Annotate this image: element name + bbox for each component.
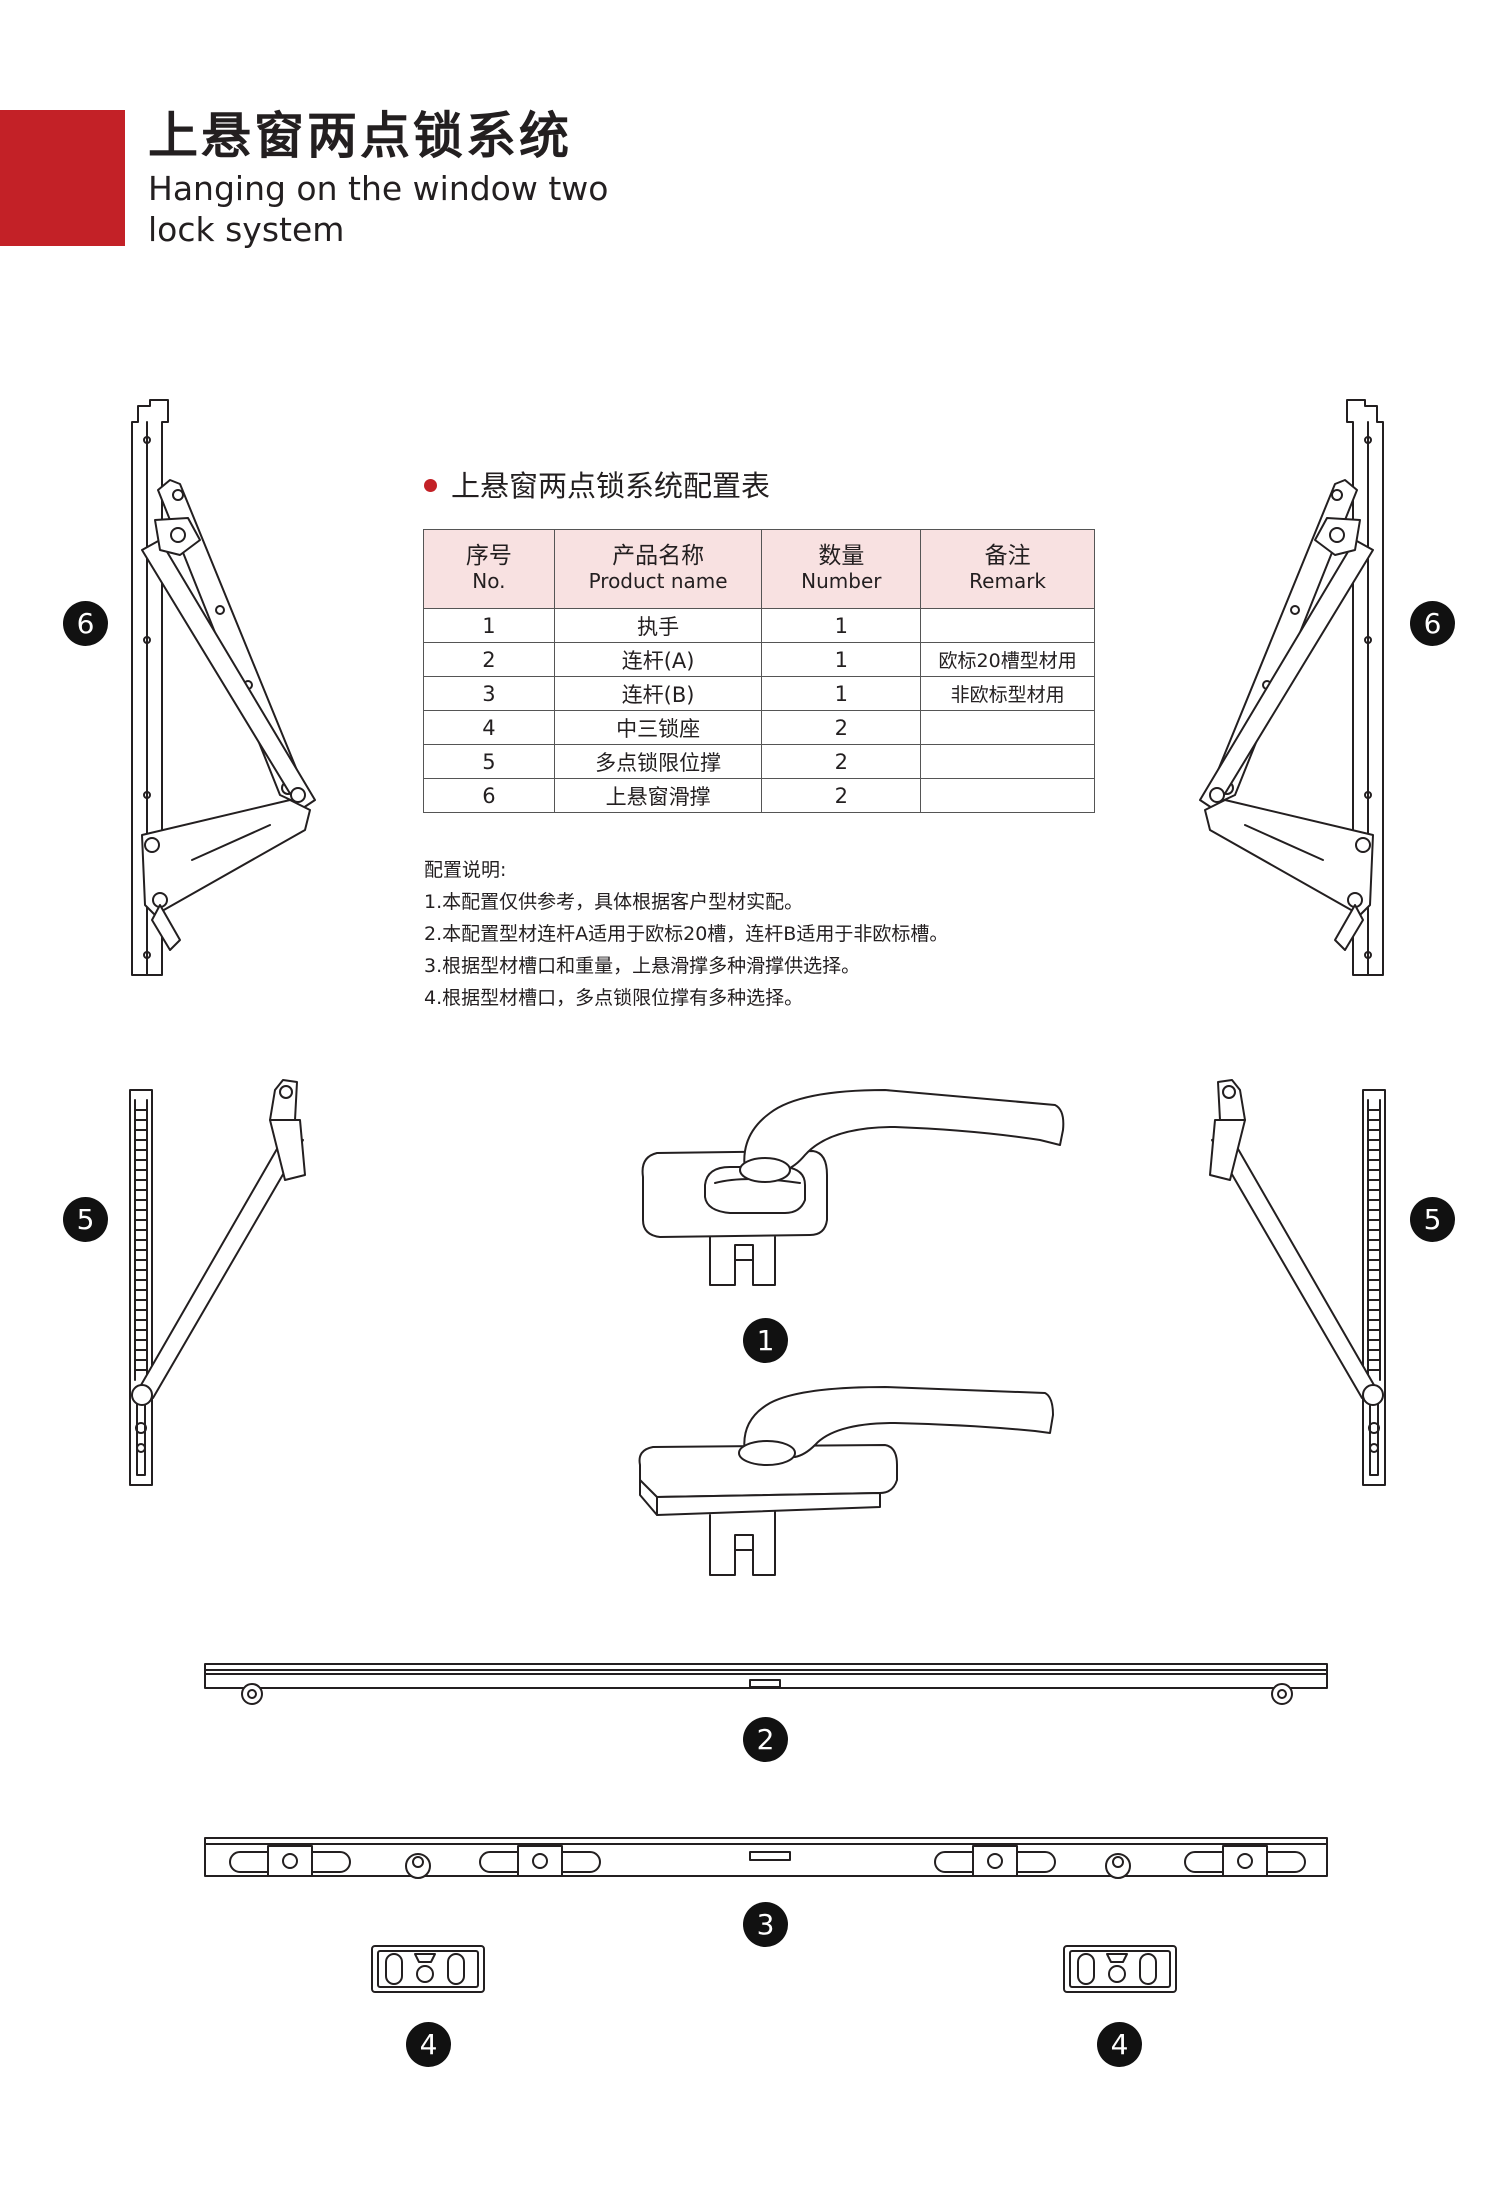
friction-stay-icon	[1199, 399, 1384, 976]
lock-seat-icon	[371, 1945, 485, 1993]
lock-seat-icon	[1063, 1945, 1177, 1993]
badge-5-left: 5	[63, 1197, 108, 1242]
rod-a-icon	[204, 1663, 1328, 1705]
table-heading: 上悬窗两点锁系统配置表	[424, 468, 770, 504]
badge-1: 1	[743, 1318, 788, 1363]
notes-title: 配置说明:	[424, 859, 507, 881]
note-item: 4.根据型材槽口，多点锁限位撑有多种选择。	[424, 987, 804, 1009]
page-title: 上悬窗两点锁系统	[148, 107, 572, 165]
badge-6-right: 6	[1410, 601, 1455, 646]
rod-b-icon	[204, 1837, 1328, 1879]
note-item: 1.本配置仅供参考，具体根据客户型材实配。	[424, 891, 804, 913]
badge-2: 2	[743, 1717, 788, 1762]
limit-stay-icon	[129, 1079, 306, 1486]
limit-stay-icon	[1209, 1079, 1386, 1486]
bullet-dot-icon	[424, 478, 437, 492]
handle-icon	[641, 1089, 1065, 1286]
badge-4-left: 4	[406, 2022, 451, 2067]
config-notes: 配置说明: 1.本配置仅供参考，具体根据客户型材实配。 2.本配置型材连杆A适用…	[424, 854, 948, 1014]
badge-5-right: 5	[1410, 1197, 1455, 1242]
handle-icon	[638, 1386, 1054, 1576]
note-item: 3.根据型材槽口和重量，上悬滑撑多种滑撑供选择。	[424, 955, 861, 977]
red-accent-block	[0, 110, 125, 246]
note-item: 2.本配置型材连杆A适用于欧标20槽，连杆B适用于非欧标槽。	[424, 923, 949, 945]
page-subtitle: Hanging on the window two lock system	[148, 169, 609, 249]
badge-3: 3	[743, 1902, 788, 1947]
table-heading-text: 上悬窗两点锁系统配置表	[451, 469, 771, 503]
badge-6-left: 6	[63, 601, 108, 646]
badge-4-right: 4	[1097, 2022, 1142, 2067]
friction-stay-icon	[131, 399, 316, 976]
